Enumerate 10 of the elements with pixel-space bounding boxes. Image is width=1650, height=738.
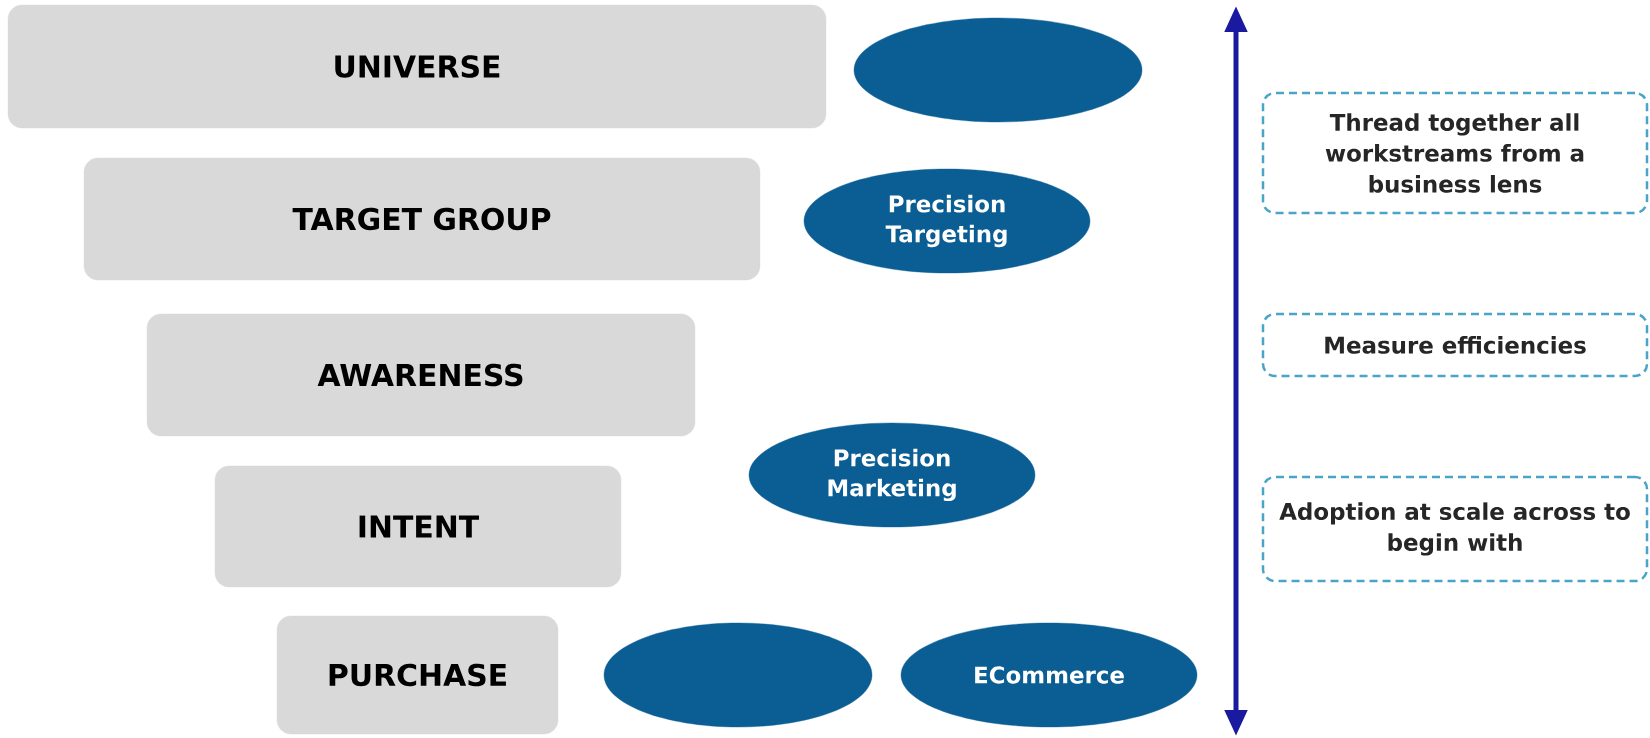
note-box: Adoption at scale across to begin with [1261, 475, 1649, 583]
funnel-bar: AWARENESS [146, 313, 696, 437]
funnel-bar: UNIVERSE [7, 4, 827, 129]
funnel-bar: TARGET GROUP [83, 157, 761, 281]
funnel-bar: INTENT [214, 465, 622, 588]
funnel-bar: PURCHASE [276, 615, 559, 735]
solution-ellipse [603, 622, 873, 728]
note-box: Thread together all workstreams from a business lens [1261, 91, 1649, 215]
note-box: Measure efficiencies [1261, 312, 1649, 378]
solution-ellipse [853, 17, 1143, 123]
